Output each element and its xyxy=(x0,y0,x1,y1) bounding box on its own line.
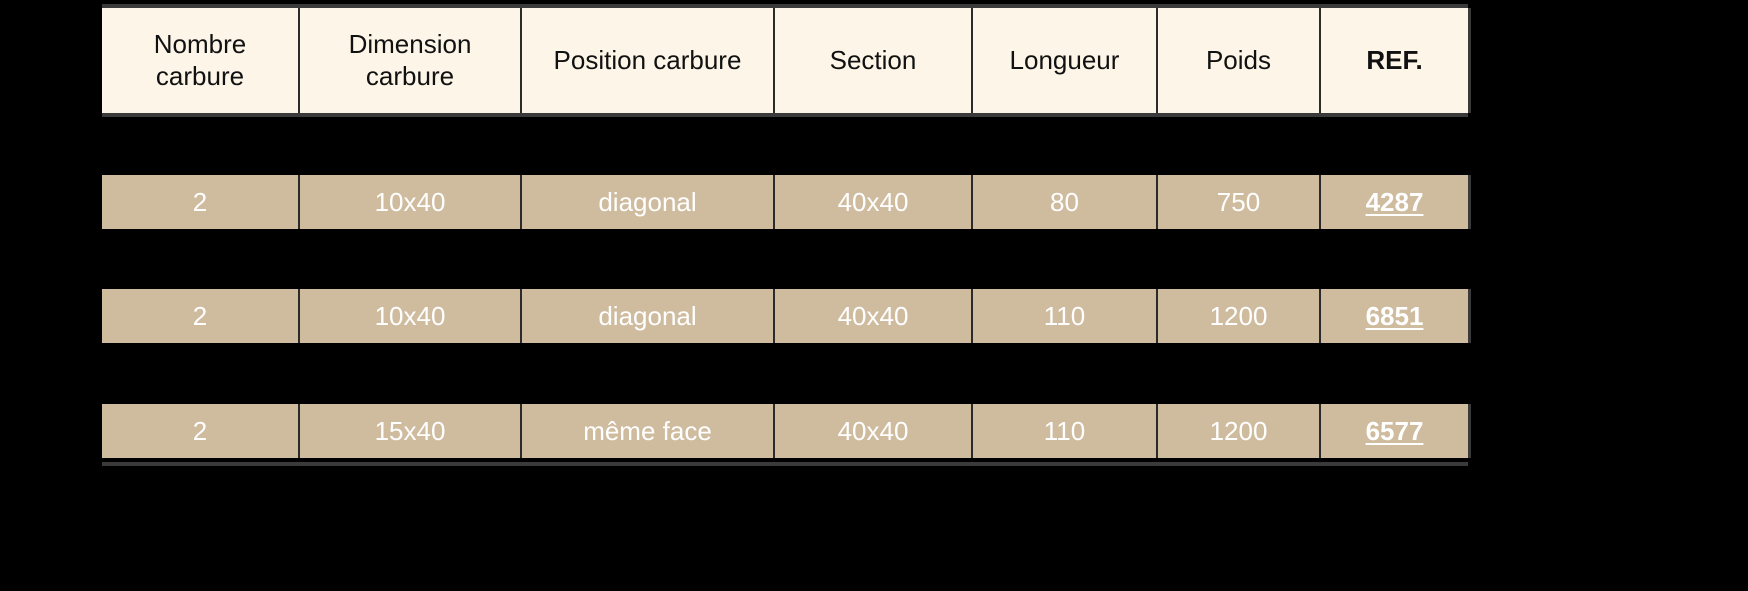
column-header-dimension-carbure: Dimension carbure xyxy=(300,8,522,113)
row-spacer xyxy=(102,229,1468,289)
column-header-ref: REF. xyxy=(1321,8,1468,113)
cell-longueur: 80 xyxy=(973,175,1158,229)
cell-position-carbure: diagonal xyxy=(522,175,775,229)
cell-nombre-carbure: 2 xyxy=(102,404,300,458)
cell-ref[interactable]: 4287 xyxy=(1321,175,1468,229)
cell-section: 40x40 xyxy=(775,175,973,229)
table-row: 2 10x40 diagonal 40x40 110 1200 6851 xyxy=(102,289,1468,343)
table-row: 2 15x40 même face 40x40 110 1200 6577 xyxy=(102,404,1468,458)
column-header-nombre-carbure: Nombre carbure xyxy=(102,8,300,113)
cell-position-carbure: diagonal xyxy=(522,289,775,343)
column-header-position-carbure: Position carbure xyxy=(522,8,775,113)
table-header-row: Nombre carbure Dimension carbure Positio… xyxy=(102,8,1468,113)
cell-nombre-carbure: 2 xyxy=(102,289,300,343)
cell-position-carbure: même face xyxy=(522,404,775,458)
cell-section: 40x40 xyxy=(775,404,973,458)
cell-poids: 1200 xyxy=(1158,404,1321,458)
cell-nombre-carbure: 2 xyxy=(102,175,300,229)
cell-section: 40x40 xyxy=(775,289,973,343)
cell-ref[interactable]: 6577 xyxy=(1321,404,1468,458)
specification-table: Nombre carbure Dimension carbure Positio… xyxy=(102,0,1468,466)
cell-ref[interactable]: 6851 xyxy=(1321,289,1468,343)
cell-dimension-carbure: 15x40 xyxy=(300,404,522,458)
row-spacer xyxy=(102,113,1468,175)
cell-poids: 1200 xyxy=(1158,289,1321,343)
cell-dimension-carbure: 10x40 xyxy=(300,175,522,229)
column-header-longueur: Longueur xyxy=(973,8,1158,113)
cell-longueur: 110 xyxy=(973,289,1158,343)
table-row: 2 10x40 diagonal 40x40 80 750 4287 xyxy=(102,175,1468,229)
table-bottom-rule xyxy=(102,462,1468,466)
cell-poids: 750 xyxy=(1158,175,1321,229)
cell-dimension-carbure: 10x40 xyxy=(300,289,522,343)
column-header-section: Section xyxy=(775,8,973,113)
cell-longueur: 110 xyxy=(973,404,1158,458)
column-header-poids: Poids xyxy=(1158,8,1321,113)
row-spacer xyxy=(102,343,1468,404)
